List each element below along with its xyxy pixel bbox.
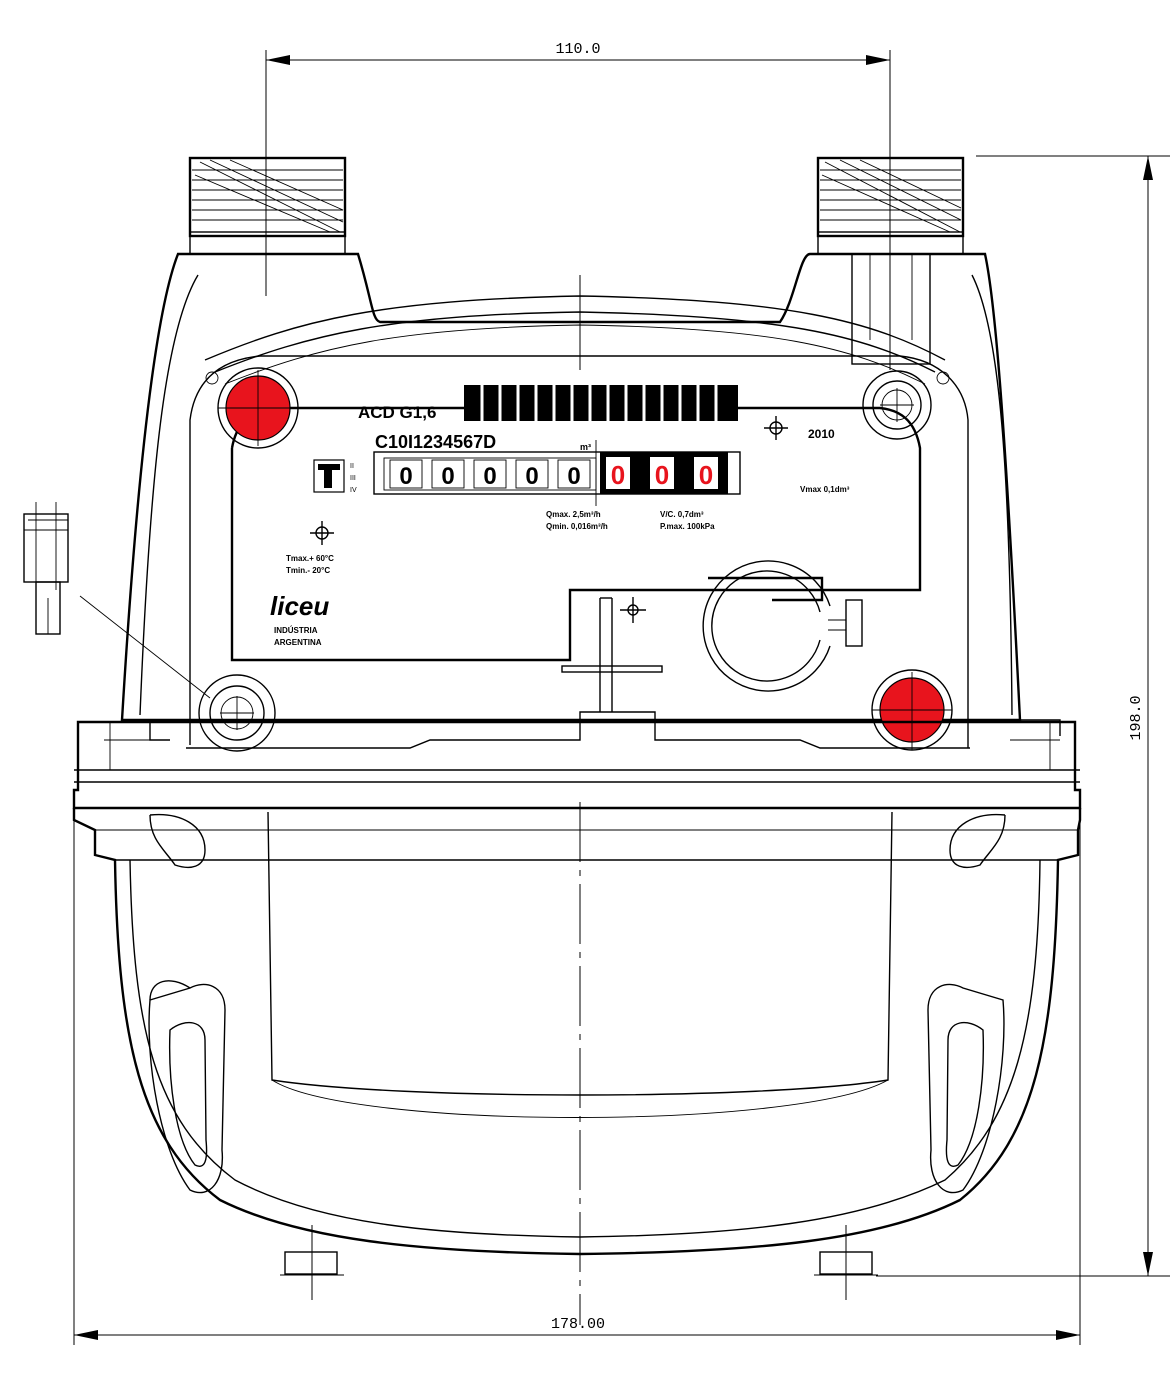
register-black-digits: 0 0 0 0 0 [389, 459, 591, 490]
class-mark-3: IV [350, 487, 357, 494]
leader-line [79, 595, 211, 699]
dimension-height: 198.0 [876, 155, 1170, 1277]
dimension-bottom: 178.00 [73, 812, 1081, 1345]
left-threaded-connector [188, 156, 347, 255]
dimension-bottom-label: 178.00 [551, 1316, 605, 1333]
register-digit: 0 [483, 463, 496, 490]
barcode [464, 385, 738, 421]
register-digit: 0 [399, 463, 412, 490]
small-mounting-holes [205, 371, 950, 385]
volume-note: Vmax 0,1dm³ [800, 485, 850, 494]
mechanism-shaft [561, 597, 663, 712]
qmax-label: Qmax. 2,5m³/h [546, 510, 601, 519]
qmin-label: Qmin. 0,016m³/h [546, 522, 608, 531]
class-mark-2: III [350, 475, 356, 482]
register-red-digits: 0 0 0 [606, 457, 718, 490]
register-red-digit: 0 [655, 460, 669, 490]
screw-bottom-left [198, 674, 276, 752]
year-label: 2010 [808, 427, 835, 441]
red-seal-top-left [217, 367, 299, 449]
centerlines [265, 50, 891, 1325]
serial-number: C10I1234567D [375, 432, 496, 452]
register-red-digit: 0 [611, 460, 625, 490]
lower-body [72, 808, 1082, 1275]
class-mark-1: II [350, 463, 354, 470]
dimension-top: 110.0 [266, 41, 890, 65]
rotor-clip [702, 560, 863, 692]
dimension-top-label: 110.0 [555, 41, 600, 58]
counter-register [373, 451, 741, 495]
register-digit: 0 [525, 463, 538, 490]
tmax-label: Tmax.+ 60°C [286, 554, 334, 563]
red-seal-bottom-right [871, 669, 953, 751]
crosshair-symbol-left [310, 521, 334, 545]
metrology-mark-icon [313, 459, 345, 493]
brand-subtitle-1: INDÚSTRIA [274, 626, 318, 635]
tmin-label: Tmin.- 20°C [286, 566, 330, 575]
register-digit: 0 [441, 463, 454, 490]
register-digit: 0 [567, 463, 580, 490]
crosshair-symbol [764, 416, 788, 440]
register-unit: m³ [580, 442, 591, 452]
cyclic-volume-label: V/C. 0,7dm³ [660, 510, 704, 519]
screw-top-right [862, 370, 932, 440]
upper-housing [120, 252, 1022, 749]
dimension-height-label: 198.0 [1128, 695, 1145, 740]
brand-subtitle-2: ARGENTINA [274, 638, 322, 647]
register-red-digit: 0 [699, 460, 713, 490]
model-label: ACD G1,6 [358, 403, 436, 422]
brand-logo: liceu [270, 591, 329, 621]
pmax-label: P.max. 100kPa [660, 522, 715, 531]
side-valve-detail [23, 502, 211, 699]
